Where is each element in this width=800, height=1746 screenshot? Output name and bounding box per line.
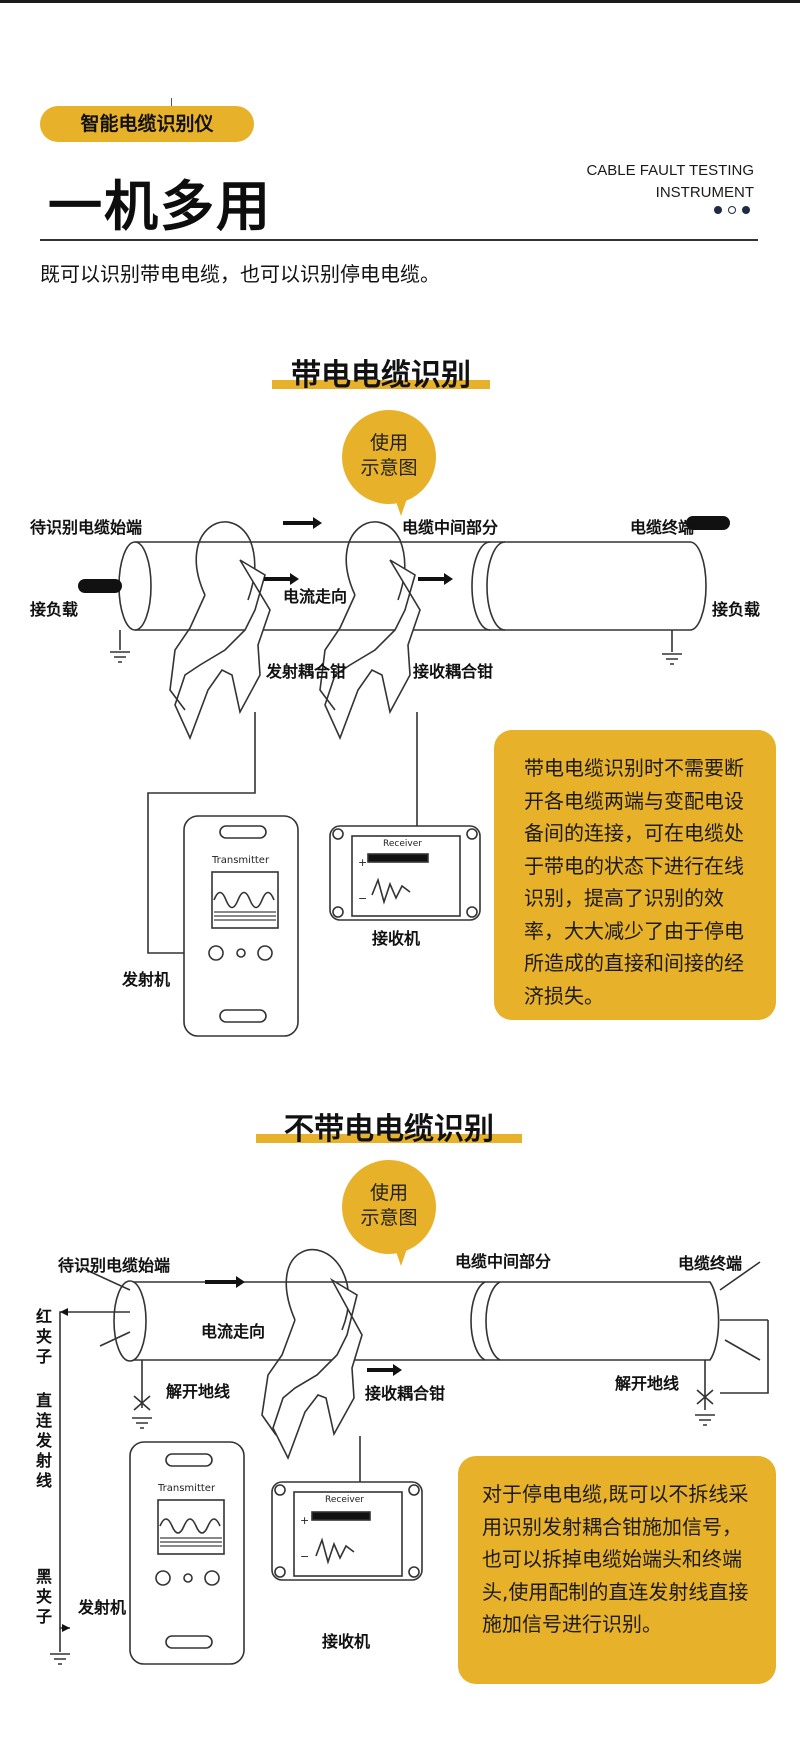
clamp-icon bbox=[174, 559, 271, 741]
dead-cable-diagram: Transmitter Receiver + − bbox=[50, 1248, 769, 1665]
section-title-dead: 不带电电缆识别 bbox=[284, 1112, 494, 1147]
clamp-ring bbox=[195, 521, 256, 601]
cable-break bbox=[470, 1281, 501, 1361]
load-terminal bbox=[78, 579, 122, 593]
badge-line1: 使用 bbox=[369, 1182, 408, 1204]
label-current-direction: 电流走向 bbox=[201, 1322, 266, 1341]
english-title: CABLE FAULT TESTING INSTRUMENT bbox=[514, 160, 754, 204]
section-title-underline bbox=[272, 380, 490, 389]
label-receiver: 接收机 bbox=[372, 929, 421, 948]
cable-body bbox=[135, 541, 707, 631]
diagram-badge: 使用 示意图 bbox=[342, 410, 442, 530]
receiver-device bbox=[271, 1481, 423, 1581]
receiver-plus: + bbox=[300, 1514, 309, 1527]
label-ground-right: 解开地线 bbox=[615, 1374, 680, 1393]
cable-start-face bbox=[118, 541, 152, 631]
badge-line2: 示意图 bbox=[360, 1207, 418, 1229]
cable-break bbox=[471, 541, 506, 631]
info-text-dead: 对于停电电缆,既可以不拆线采用识别发射耦合钳施加信号，也可以拆掉电缆始端头和终端… bbox=[482, 1482, 749, 1636]
cut-ground-icon bbox=[132, 1360, 152, 1429]
cable-body bbox=[130, 1281, 720, 1361]
arrow-right-icon bbox=[367, 1364, 402, 1376]
hero-title: 一机多用 bbox=[48, 175, 272, 238]
intro-text: 既可以识别带电电缆，也可以识别停电电缆。 bbox=[40, 262, 440, 286]
arrow-right-icon bbox=[62, 1624, 70, 1632]
ground-icon bbox=[662, 630, 682, 665]
decorative-dots bbox=[714, 206, 754, 216]
cable-start-face bbox=[113, 1280, 147, 1362]
badge-line2: 示意图 bbox=[360, 457, 418, 479]
label-red-clip: 红夹子 bbox=[33, 1308, 52, 1368]
load-terminal bbox=[686, 516, 730, 530]
label-ground-left: 解开地线 bbox=[166, 1382, 231, 1401]
label-transmitter: 发射机 bbox=[78, 1598, 127, 1617]
direct-line bbox=[59, 1311, 70, 1629]
label-tx-clamp: 发射耦合钳 bbox=[266, 662, 347, 681]
label-black-clip: 黑夹子 bbox=[33, 1568, 52, 1628]
header-divider bbox=[40, 239, 758, 241]
cut-ground-icon bbox=[695, 1360, 715, 1426]
live-cable-diagram: Transmitter Receiver + − bbox=[78, 516, 730, 1037]
arrow-right-icon bbox=[283, 517, 322, 529]
label-current-direction: 电流走向 bbox=[283, 587, 348, 606]
transmitter-device bbox=[183, 815, 299, 1037]
receiver-brand: Receiver bbox=[383, 839, 422, 849]
diagram-badge: 使用 示意图 bbox=[342, 1160, 442, 1280]
english-title-line1: CABLE FAULT TESTING bbox=[586, 162, 754, 179]
dot-icon bbox=[714, 206, 722, 214]
receiver-minus: − bbox=[358, 892, 367, 905]
arrow-right-icon bbox=[264, 573, 299, 585]
clamp-icon bbox=[272, 1277, 363, 1461]
label-cable-middle: 电缆中间部分 bbox=[455, 1252, 552, 1271]
label-cable-middle: 电缆中间部分 bbox=[402, 518, 499, 537]
arrow-right-icon bbox=[60, 1308, 68, 1316]
receiver-brand: Receiver bbox=[325, 1495, 364, 1505]
label-load-left: 接负载 bbox=[30, 600, 79, 619]
label-receiver: 接收机 bbox=[322, 1632, 371, 1651]
top-border bbox=[0, 0, 800, 3]
arrow-right-icon bbox=[418, 573, 453, 585]
ground-icon bbox=[50, 1628, 70, 1665]
product-tag: 智能电缆识别仪 bbox=[40, 106, 254, 142]
section-title-live: 带电电缆识别 bbox=[291, 358, 471, 393]
label-cable-start: 待识别电缆始端 bbox=[58, 1256, 171, 1275]
receiver-minus: − bbox=[300, 1550, 309, 1563]
section-title-underline bbox=[256, 1134, 522, 1143]
info-box-live: 带电电缆识别时不需要断开各电缆两端与变配电设备间的连接，可在电缆处于带电的状态下… bbox=[494, 730, 776, 1020]
transmitter-brand: Transmitter bbox=[157, 1483, 216, 1494]
label-rx-clamp: 接收耦合钳 bbox=[413, 662, 494, 681]
label-transmitter: 发射机 bbox=[122, 970, 171, 989]
label-cable-end: 电缆终端 bbox=[630, 518, 695, 537]
receiver-plus: + bbox=[358, 856, 367, 869]
dot-icon bbox=[728, 206, 736, 214]
info-text-live: 带电电缆识别时不需要断开各电缆两端与变配电设备间的连接，可在电缆处于带电的状态下… bbox=[524, 756, 744, 1008]
arrow-right-icon bbox=[205, 1276, 245, 1288]
tx-wire bbox=[147, 712, 256, 954]
ground-icon bbox=[110, 630, 130, 663]
dot-icon bbox=[742, 206, 750, 214]
clamp-icon bbox=[324, 559, 421, 741]
transmitter-device bbox=[129, 1441, 245, 1665]
label-rx-clamp: 接收耦合钳 bbox=[365, 1384, 446, 1403]
transmitter-brand: Transmitter bbox=[211, 855, 270, 866]
label-cable-start: 待识别电缆始端 bbox=[30, 518, 143, 537]
english-title-line2: INSTRUMENT bbox=[655, 184, 754, 201]
clamp-ring bbox=[345, 521, 406, 601]
info-box-dead: 对于停电电缆,既可以不拆线采用识别发射耦合钳施加信号，也可以拆掉电缆始端头和终端… bbox=[458, 1456, 776, 1684]
label-direct-line: 直连发射线 bbox=[33, 1392, 52, 1492]
label-load-right: 接负载 bbox=[712, 600, 761, 619]
badge-line1: 使用 bbox=[369, 432, 408, 454]
label-cable-end: 电缆终端 bbox=[678, 1254, 743, 1273]
receiver-device bbox=[329, 825, 481, 921]
